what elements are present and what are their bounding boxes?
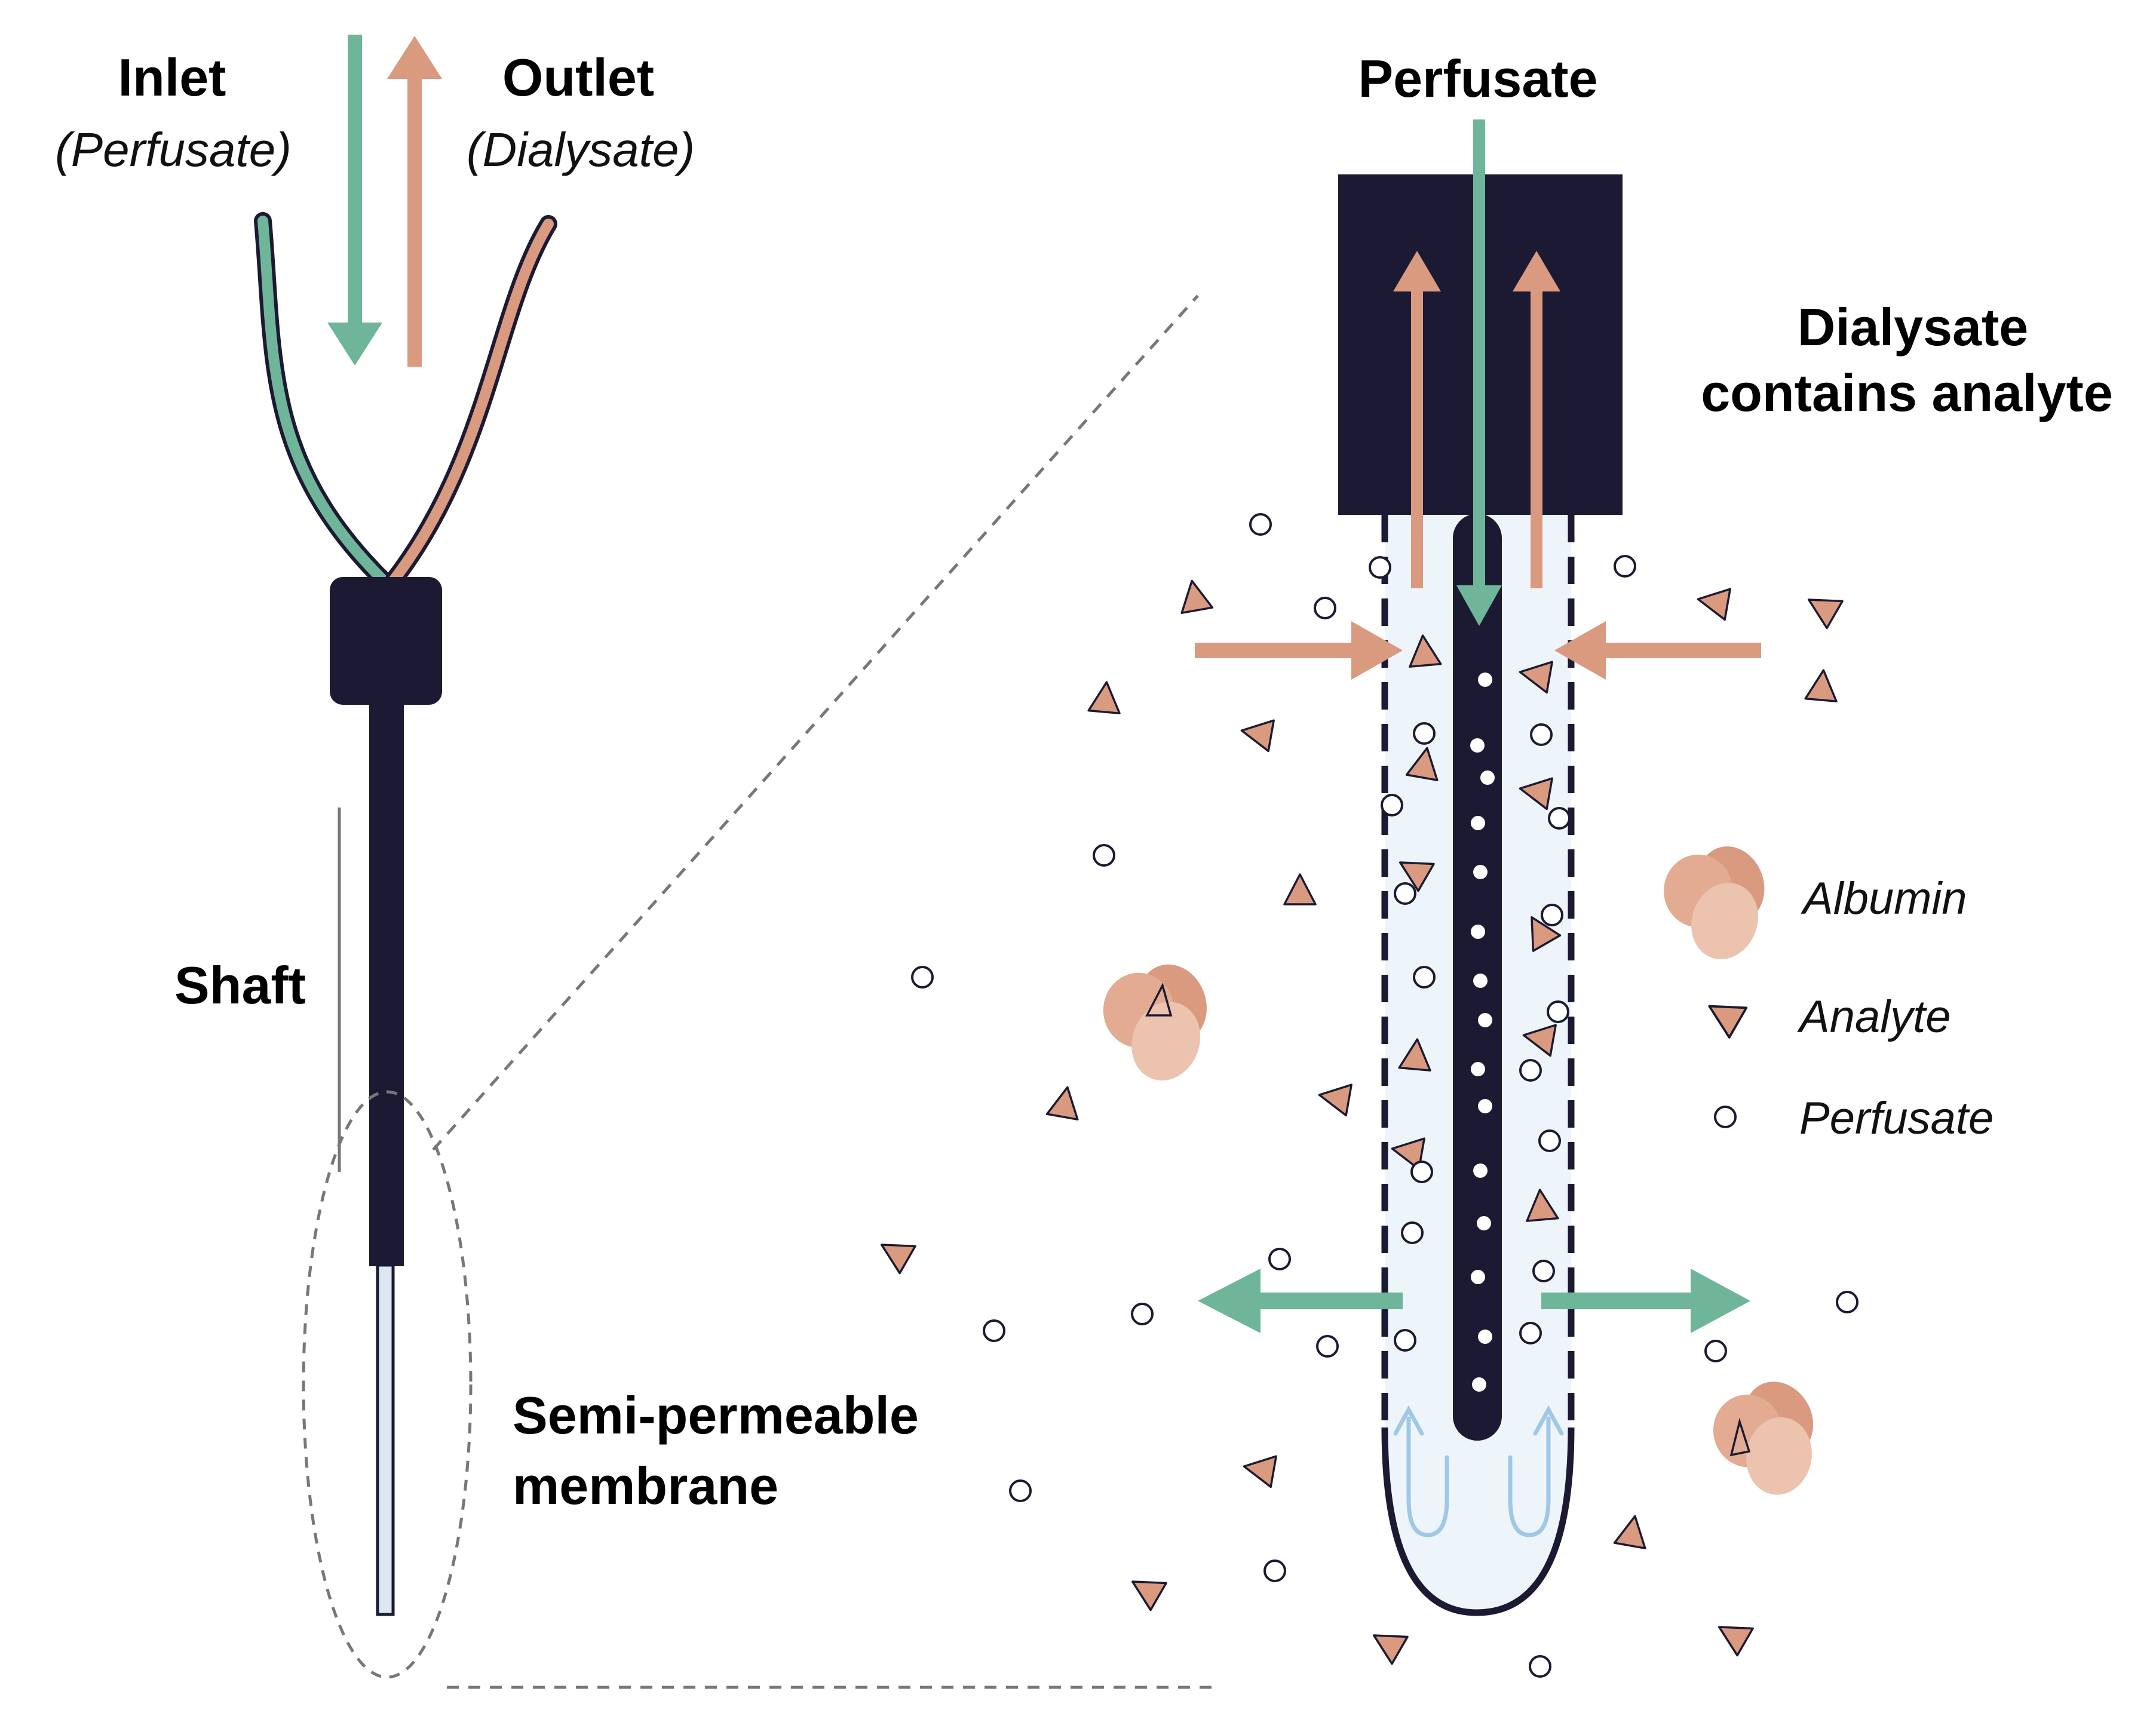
perfusate-efflux-arrow-left [1198, 1269, 1403, 1333]
inlet-label: Inlet [118, 48, 226, 107]
perfusate-top-label: Perfusate [1358, 49, 1597, 108]
analyte-influx-arrow-left [1195, 621, 1403, 680]
tip-flow-arrows [1393, 1405, 1564, 1537]
legend-albumin-label: Albumin [1801, 873, 1967, 924]
dialysate-label-line2: contains analyte [1701, 363, 2113, 422]
albumin-particles [1103, 954, 1837, 1514]
cannula-perfusate-dots [1470, 673, 1495, 1392]
zoom-line-top [432, 294, 1199, 1151]
inlet-sublabel: (Perfusate) [55, 123, 292, 176]
analyte-influx-arrow-right [1554, 621, 1761, 680]
legend-analyte-label: Analyte [1797, 991, 1951, 1042]
outlet-arrow [387, 36, 442, 367]
shaft-label: Shaft [174, 956, 306, 1015]
probe-overview [254, 35, 1219, 1689]
legend-perfusate-icon [1714, 1106, 1737, 1128]
probe-shaft [369, 699, 404, 1266]
dialysate-label-line1: Dialysate [1798, 297, 2028, 357]
legend: Albumin Analyte Perfusate [1664, 837, 1994, 1144]
legend-analyte-icon [1700, 990, 1748, 1039]
legend-albumin-icon [1664, 837, 1775, 969]
probe-hub [330, 577, 442, 705]
membrane-highlight-ellipse [302, 1090, 473, 1679]
outlet-sublabel: (Dialysate) [467, 123, 695, 176]
membrane-label-line1: Semi-permeable [513, 1386, 919, 1445]
probe-membrane-tip [376, 1263, 395, 1616]
perfusate-in-arrow [1456, 119, 1502, 626]
membrane-tip-wall [1381, 1427, 1575, 1616]
membrane-label-line2: membrane [513, 1456, 778, 1515]
legend-perfusate-label: Perfusate [1799, 1093, 1994, 1144]
dialysate-out-arrow-left [1393, 251, 1441, 588]
dialysate-out-arrow-right [1513, 251, 1560, 588]
perfusate-efflux-arrow-right [1541, 1269, 1750, 1333]
inlet-arrow [327, 35, 382, 366]
outlet-label: Outlet [502, 48, 654, 107]
